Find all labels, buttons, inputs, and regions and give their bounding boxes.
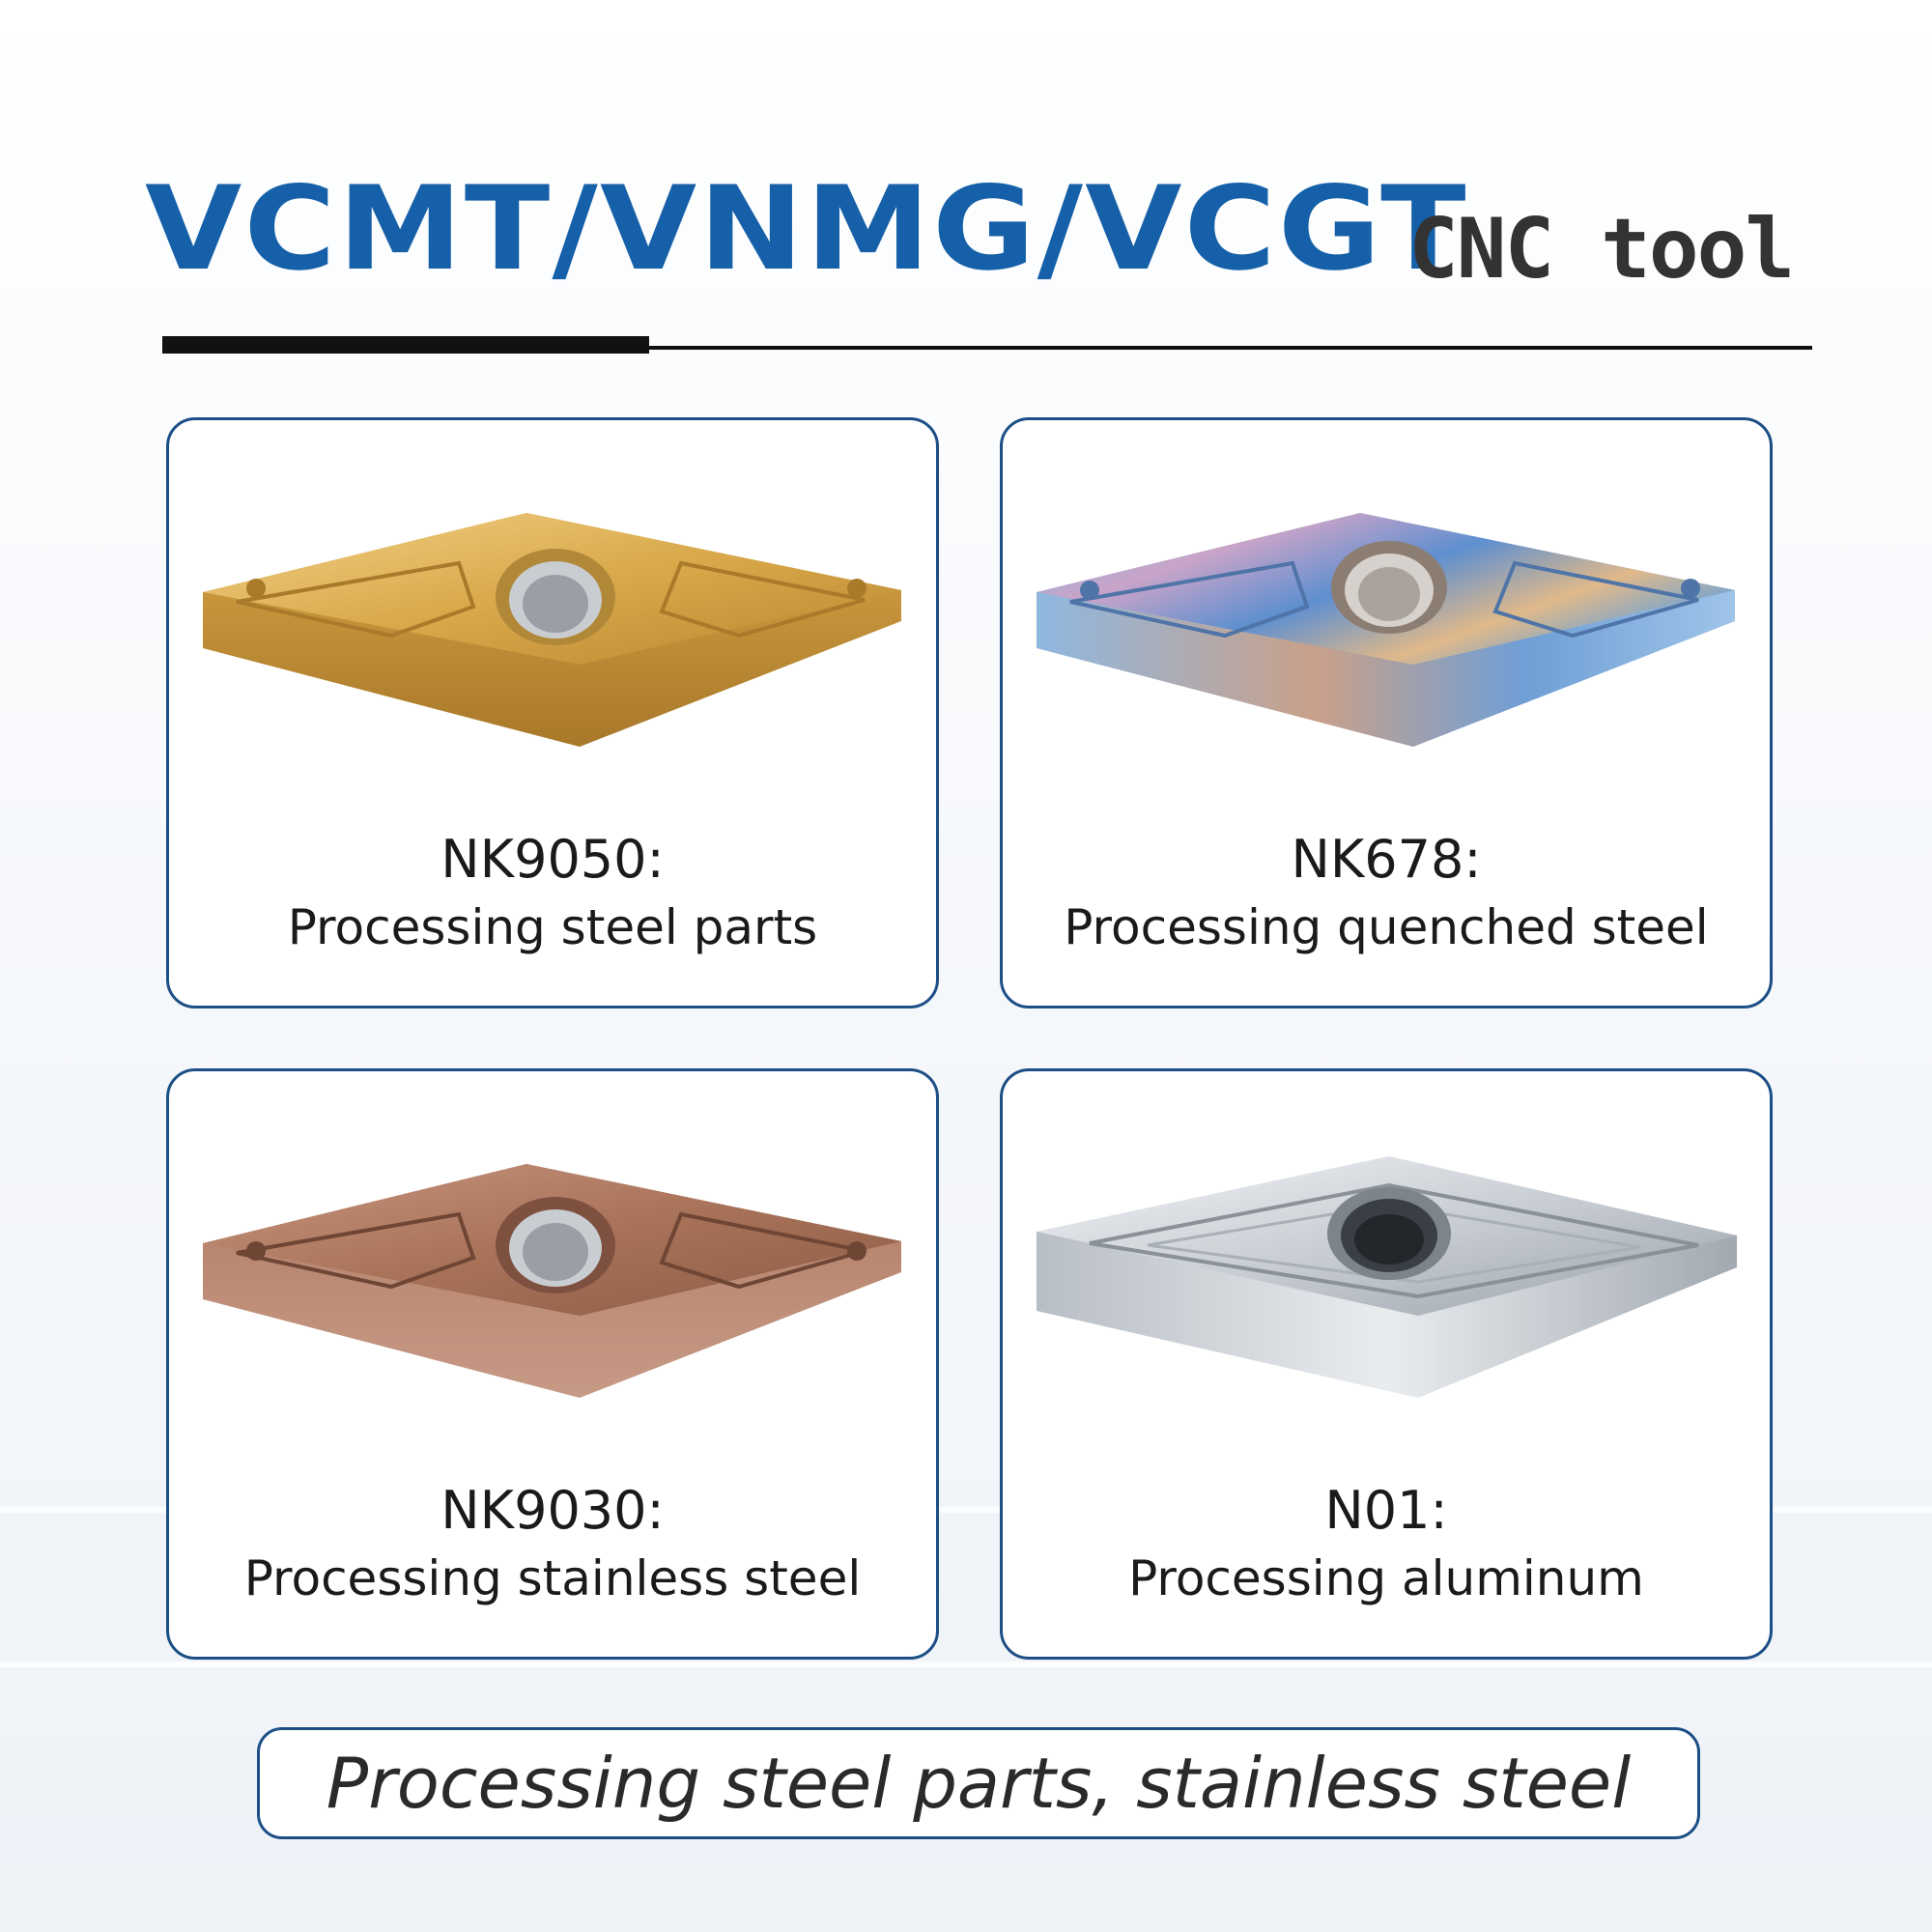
gold-insert-image [203,513,901,747]
page-subtitle: CNC tool [1408,201,1795,298]
silver-insert-image [1037,1156,1737,1398]
bottom-banner: Processing steel parts, stainless steel [257,1727,1700,1839]
grade-description: Processing quenched steel [1064,899,1709,955]
rainbow-insert-image [1037,513,1735,747]
product-card-n01: N01: Processing aluminum [1000,1068,1773,1660]
product-card-nk678: NK678: Processing quenched steel [1000,417,1773,1009]
product-card-nk9050: NK9050: Processing steel parts [166,417,939,1009]
header-rule-thin [162,346,1812,350]
header-rule-thick [162,336,649,354]
grade-code: NK9050: [440,829,665,890]
grade-description: Processing stainless steel [243,1550,862,1606]
bronze-insert-image [203,1164,901,1398]
grade-description: Processing aluminum [1128,1550,1644,1606]
page-title: VCMT/VNMG/VCGT [145,162,1468,297]
grade-code: N01: [1324,1480,1448,1541]
grade-description: Processing steel parts [287,899,818,955]
grade-code: NK678: [1291,829,1482,890]
grade-code: NK9030: [440,1480,665,1541]
product-card-nk9030: NK9030: Processing stainless steel [166,1068,939,1660]
